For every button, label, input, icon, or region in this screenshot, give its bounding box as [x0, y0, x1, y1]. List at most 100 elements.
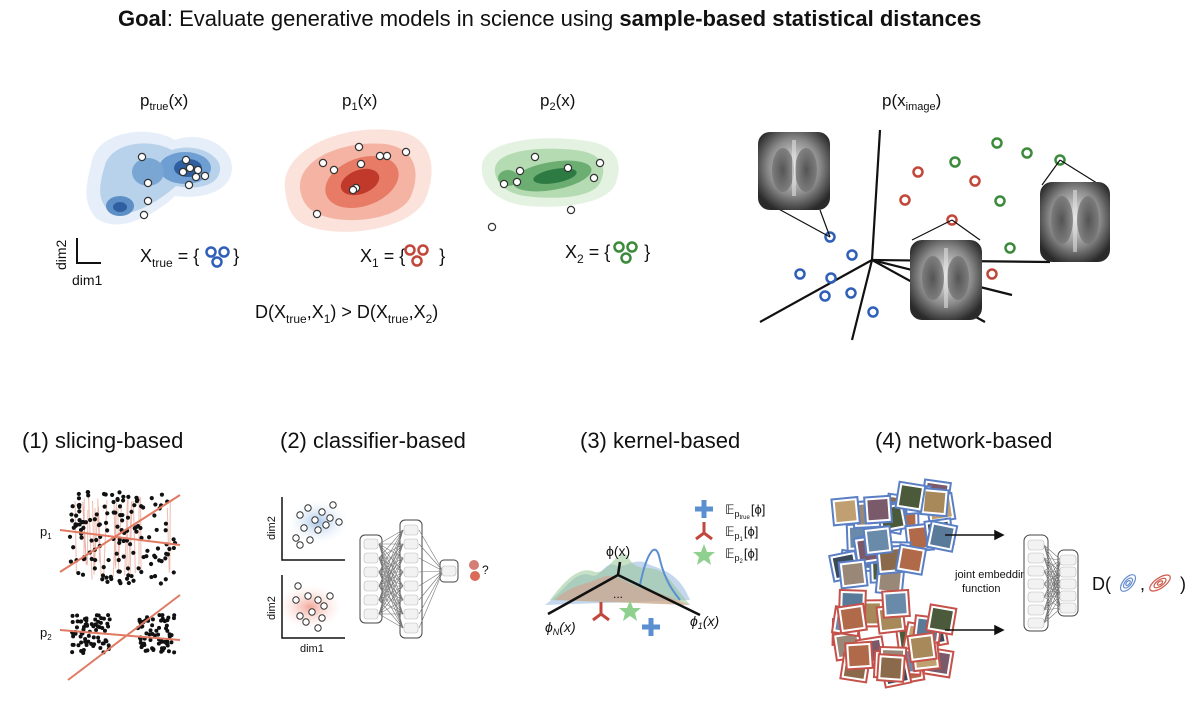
slice-point [71, 545, 76, 550]
classifier-point [304, 592, 312, 600]
slice-point [148, 561, 154, 567]
slice-point [117, 569, 122, 574]
classifier-point [296, 612, 304, 620]
slice-point [161, 618, 166, 623]
slice-point [169, 640, 174, 645]
slicing-p1-label: p1 [40, 524, 52, 541]
sample-point [318, 158, 328, 168]
classifier-point [320, 602, 328, 610]
classifier-network-node [403, 622, 419, 634]
classifier-network-edge [378, 599, 404, 615]
slice-point [71, 642, 76, 647]
sample-point [200, 171, 210, 181]
slice-point [104, 575, 109, 580]
slice-point [79, 619, 84, 624]
slice-point [95, 624, 100, 629]
distance-comma: , [1140, 574, 1145, 594]
joint-embedding-label-1: joint embedding [954, 569, 1033, 581]
sample-point [563, 163, 573, 173]
section-classifier-title: (2) classifier-based [280, 428, 466, 453]
slice-point [149, 496, 154, 501]
embedding-network-edge [1043, 570, 1062, 597]
dim2-label: dim2 [53, 239, 69, 270]
classifier-point [292, 534, 300, 542]
slice-point [79, 535, 84, 540]
blue-sample-ring [819, 290, 831, 302]
slice-point [154, 628, 159, 633]
classifier-network-node [403, 538, 419, 550]
sample-point [143, 196, 153, 206]
blue-sample-ring [845, 287, 857, 299]
slice-point [150, 623, 155, 628]
section-slicing-title: (1) slicing-based [22, 428, 184, 453]
green-sample-ring [991, 137, 1003, 149]
slice-point [100, 573, 106, 578]
slice-point [157, 613, 162, 618]
slice-point [102, 504, 107, 509]
slice-point [82, 616, 87, 621]
blue-sample-ring [846, 249, 858, 261]
classifier-point [318, 508, 326, 516]
embedding-network [1023, 534, 1079, 632]
section-kernel-title: (3) kernel-based [580, 428, 741, 453]
slice-point [116, 557, 121, 563]
slice-point [91, 643, 96, 648]
classifier-network-edge [378, 529, 404, 615]
slice-point [158, 581, 163, 586]
embedding-network-node [1059, 554, 1077, 566]
red-sample-ring [969, 175, 981, 187]
slice-point [138, 640, 143, 645]
slice-point [153, 502, 158, 507]
embedding-network-node [1027, 617, 1045, 629]
sample-point [499, 179, 509, 189]
kernel-phi1-label: ϕ1(x) [690, 613, 719, 631]
slice-point [78, 527, 84, 533]
dim-axes [76, 238, 101, 264]
sample-point [356, 159, 366, 169]
slice-point [69, 512, 74, 517]
slice-point [131, 578, 136, 583]
classifier-network-edge [378, 557, 404, 615]
sample-point [184, 180, 194, 190]
classifier-network-node [403, 608, 419, 620]
slice-point [135, 523, 141, 529]
thumbnail-image [906, 631, 938, 664]
slice-point [98, 646, 103, 651]
embedding-network-edge [1043, 583, 1062, 597]
slice-point [134, 499, 140, 504]
slice-point [75, 613, 80, 618]
slice-point [106, 643, 111, 648]
slice-point [70, 504, 75, 509]
slice-point [117, 490, 122, 495]
slice-point [155, 546, 161, 551]
image-stack-red [830, 588, 958, 689]
slice-point [138, 637, 143, 642]
classifier-point [292, 596, 300, 604]
slice-point [80, 572, 86, 577]
kernel-panel [545, 500, 715, 636]
slice-point [69, 518, 75, 523]
slice-point [89, 556, 94, 562]
slice-point [93, 557, 98, 563]
slice-point [151, 647, 156, 652]
slice-point [93, 617, 98, 622]
slice-point [139, 535, 144, 540]
slice-point [152, 633, 157, 638]
slice-point [127, 542, 133, 547]
classifier-network-edge [418, 570, 444, 587]
embedding-network-edge [1043, 557, 1062, 561]
xray-connector-lines [774, 159, 1101, 241]
p2-density [481, 138, 619, 207]
blue-sample-ring [867, 306, 879, 318]
slice-point [120, 498, 126, 503]
slice-point [118, 581, 123, 586]
classifier-network-node [363, 538, 379, 550]
classifier-point [304, 504, 312, 512]
classifier-network-edge [378, 529, 404, 587]
classifier-network-node [363, 552, 379, 564]
slice-point [160, 613, 165, 618]
thumbnail-image [830, 495, 861, 527]
embedding-network-node [1027, 604, 1045, 616]
slice-point [83, 520, 88, 525]
slice-projection-line [166, 507, 170, 573]
